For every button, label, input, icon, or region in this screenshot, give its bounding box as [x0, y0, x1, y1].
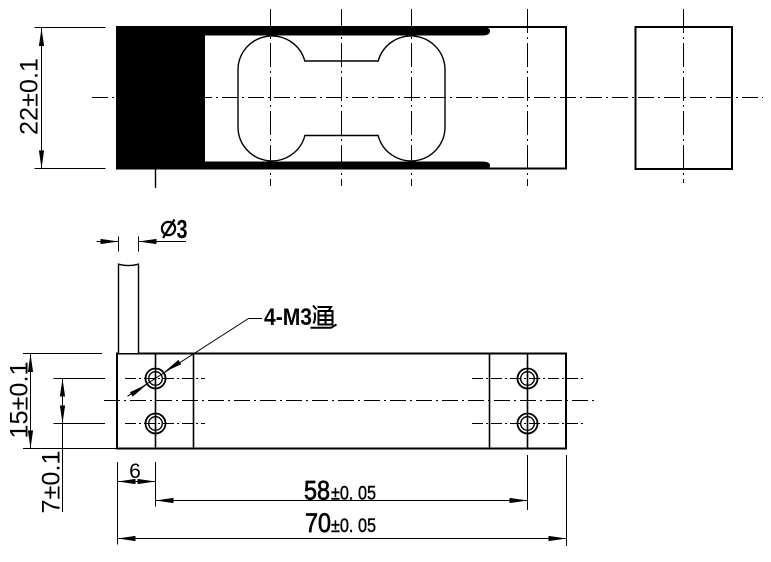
svg-text:6: 6 — [129, 460, 141, 483]
svg-text:±0. 05: ±0. 05 — [331, 484, 376, 505]
svg-text:3: 3 — [177, 214, 188, 244]
svg-text:22±0.1: 22±0.1 — [16, 58, 44, 135]
svg-text:±0. 05: ±0. 05 — [331, 516, 376, 537]
svg-text:15±0.1: 15±0.1 — [6, 362, 34, 439]
svg-text:70: 70 — [305, 508, 331, 538]
svg-text:4-M3: 4-M3 — [264, 304, 312, 331]
svg-text:58: 58 — [304, 476, 330, 506]
svg-text:7±0.1: 7±0.1 — [38, 451, 66, 514]
